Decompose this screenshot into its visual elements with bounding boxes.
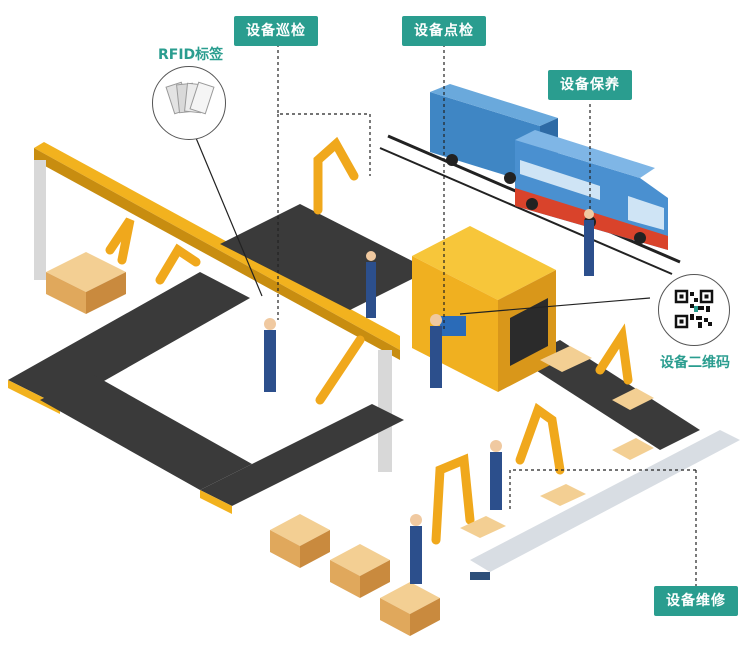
patrol-inspection-label: 设备巡检 (234, 16, 318, 46)
rfid-label: RFID标签 (158, 47, 224, 63)
spot-check-label: 设备点检 (402, 16, 486, 46)
qr-code-label: 设备二维码 (660, 355, 730, 371)
rfid-callout-circle (152, 66, 226, 140)
qr-callout-circle (658, 274, 730, 346)
maintenance-label: 设备保养 (548, 70, 632, 100)
freight-train (430, 84, 668, 250)
worker-heads (264, 209, 594, 526)
cargo-boxes (46, 252, 654, 636)
leader-lines (195, 44, 697, 592)
robot-arms (105, 136, 633, 545)
repair-label: 设备维修 (654, 586, 738, 616)
workers (264, 220, 594, 584)
